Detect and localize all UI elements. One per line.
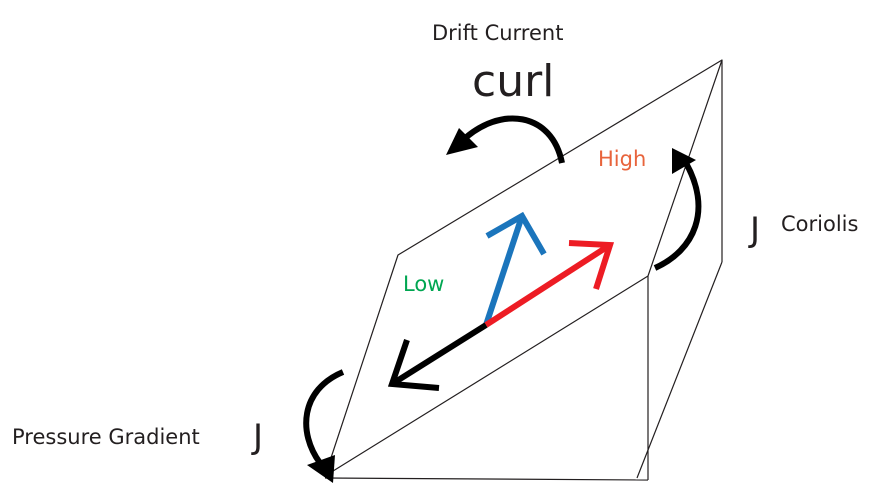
coriolis-symbol: J [748,210,760,250]
blue-vector-head [485,211,547,256]
low-label: Low [403,272,444,296]
curl-label: curl [472,56,554,107]
coriolis-arrow [653,148,702,271]
high-label: High [598,147,646,171]
black-vector [390,322,488,387]
curl-arrow [446,115,565,164]
red-vector-head [568,240,615,290]
pressure-gradient-label: Pressure Gradient [12,425,200,449]
pressure-gradient-arrow [303,369,345,483]
force-vectors [387,211,615,391]
red-vector [484,242,612,328]
pressure-gradient-symbol: J [251,417,263,457]
black-vector-head [387,339,440,391]
wedge-prism [324,59,723,481]
coriolis-label: Coriolis [781,212,858,236]
bottom-base-edge [324,477,649,481]
drift-current-label: Drift Current [432,21,563,45]
right-back-base-edge [636,261,723,479]
blue-vector [483,215,525,326]
